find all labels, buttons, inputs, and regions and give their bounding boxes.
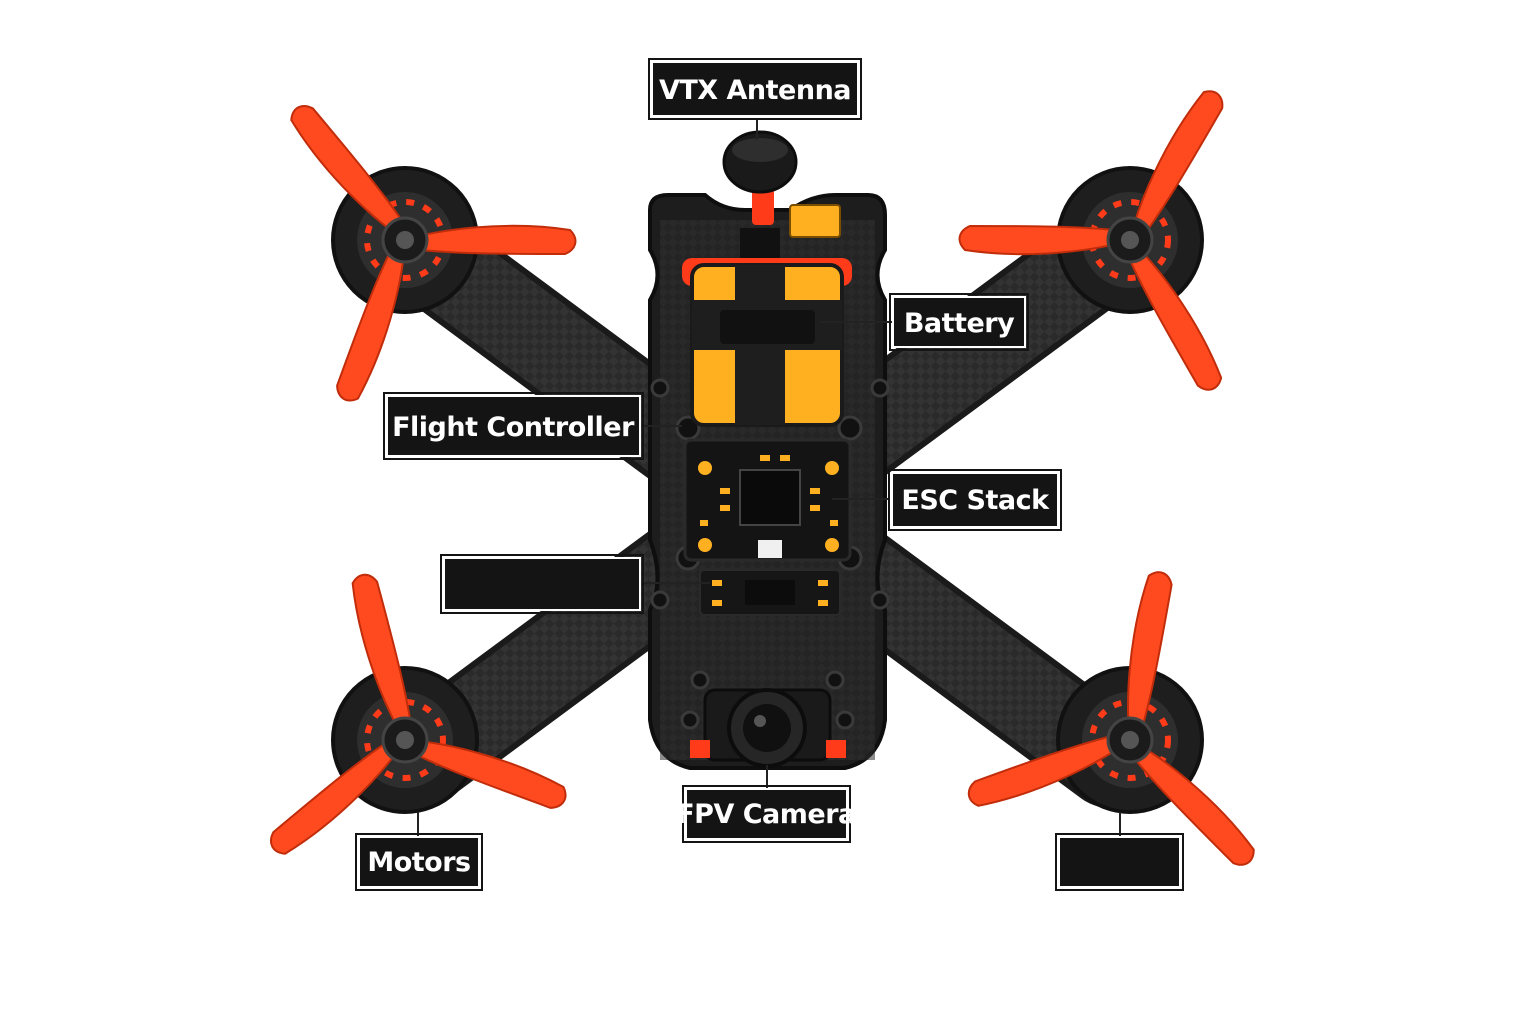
label-motors: Motors (355, 833, 483, 891)
leader-lines (417, 118, 1121, 836)
propeller-front-right (958, 90, 1224, 391)
vtx-antenna (722, 130, 798, 258)
motor-front-left (290, 105, 577, 402)
label-hidden-left (440, 554, 644, 614)
fpv-camera (690, 688, 846, 768)
label-hidden-right (1055, 833, 1184, 891)
label-esc-stack: ESC Stack (888, 469, 1062, 531)
label-text-vtx-antenna: VTX Antenna (659, 75, 851, 106)
label-text-fpv-camera: FPV Camera (676, 799, 856, 830)
label-fpv-camera: FPV Camera (676, 785, 856, 843)
label-text-esc-stack: ESC Stack (901, 485, 1050, 516)
propeller-rear-left (270, 573, 567, 855)
battery (682, 258, 852, 427)
label-vtx-antenna: VTX Antenna (648, 58, 862, 120)
propeller-rear-right (967, 571, 1255, 866)
propeller-front-left (290, 105, 577, 402)
label-text-motors: Motors (367, 847, 470, 878)
label-battery: Battery (889, 293, 1029, 351)
motor-rear-right (967, 571, 1255, 866)
motor-front-right (958, 90, 1224, 391)
flight-controller-board (683, 438, 852, 562)
label-flight-controller: Flight Controller (383, 392, 644, 460)
esc-board (699, 569, 841, 616)
label-text-flight-controller: Flight Controller (392, 412, 635, 443)
label-text-battery: Battery (904, 308, 1015, 339)
motor-rear-left (270, 573, 567, 855)
xt-connector (789, 204, 841, 238)
